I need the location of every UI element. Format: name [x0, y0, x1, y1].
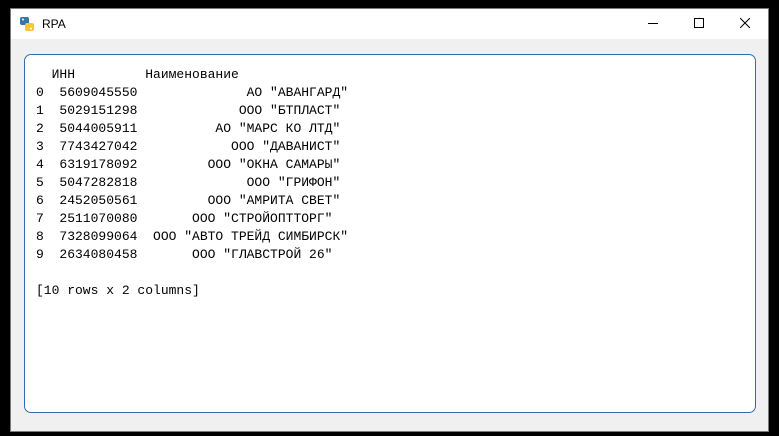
output-line: 1 5029151298 ООО "БТПЛАСТ" — [36, 103, 341, 118]
client-area: ИНН Наименование 0 5609045550 АО "АВАНГАР… — [11, 39, 768, 431]
output-line: 6 2452050561 ООО "АМРИТА СВЕТ" — [36, 193, 341, 208]
python-icon — [19, 16, 35, 32]
dataframe-output: ИНН Наименование 0 5609045550 АО "АВАНГАР… — [36, 66, 348, 300]
minimize-icon — [648, 15, 658, 33]
output-line: ИНН Наименование — [36, 67, 239, 82]
output-line: 0 5609045550 АО "АВАНГАРД" — [36, 85, 349, 100]
output-line: 2 5044005911 АО "МАРС КО ЛТД" — [36, 121, 341, 136]
maximize-icon — [694, 15, 704, 33]
maximize-button[interactable] — [676, 9, 722, 39]
output-line: 8 7328099064 ООО "АВТО ТРЕЙД СИМБИРСК" — [36, 229, 349, 244]
output-text-panel[interactable]: ИНН Наименование 0 5609045550 АО "АВАНГАР… — [24, 54, 756, 413]
output-line: [10 rows x 2 columns] — [36, 283, 200, 298]
window-title: RPA — [42, 17, 66, 31]
output-line — [36, 264, 348, 282]
output-line: 5 5047282818 ООО "ГРИФОН" — [36, 175, 341, 190]
title-bar[interactable]: RPA — [11, 9, 768, 39]
output-line: 9 2634080458 ООО "ГЛАВСТРОЙ 26" — [36, 247, 333, 262]
minimize-button[interactable] — [630, 9, 676, 39]
close-icon — [739, 15, 751, 33]
output-line: 3 7743427042 ООО "ДАВАНИСТ" — [36, 139, 341, 154]
output-line: 4 6319178092 ООО "ОКНА САМАРЫ" — [36, 157, 341, 172]
app-window: RPA — [10, 8, 769, 432]
caption-buttons — [630, 9, 768, 39]
output-line: 7 2511070080 ООО "СТРОЙОПТТОРГ" — [36, 211, 333, 226]
close-button[interactable] — [722, 9, 768, 39]
